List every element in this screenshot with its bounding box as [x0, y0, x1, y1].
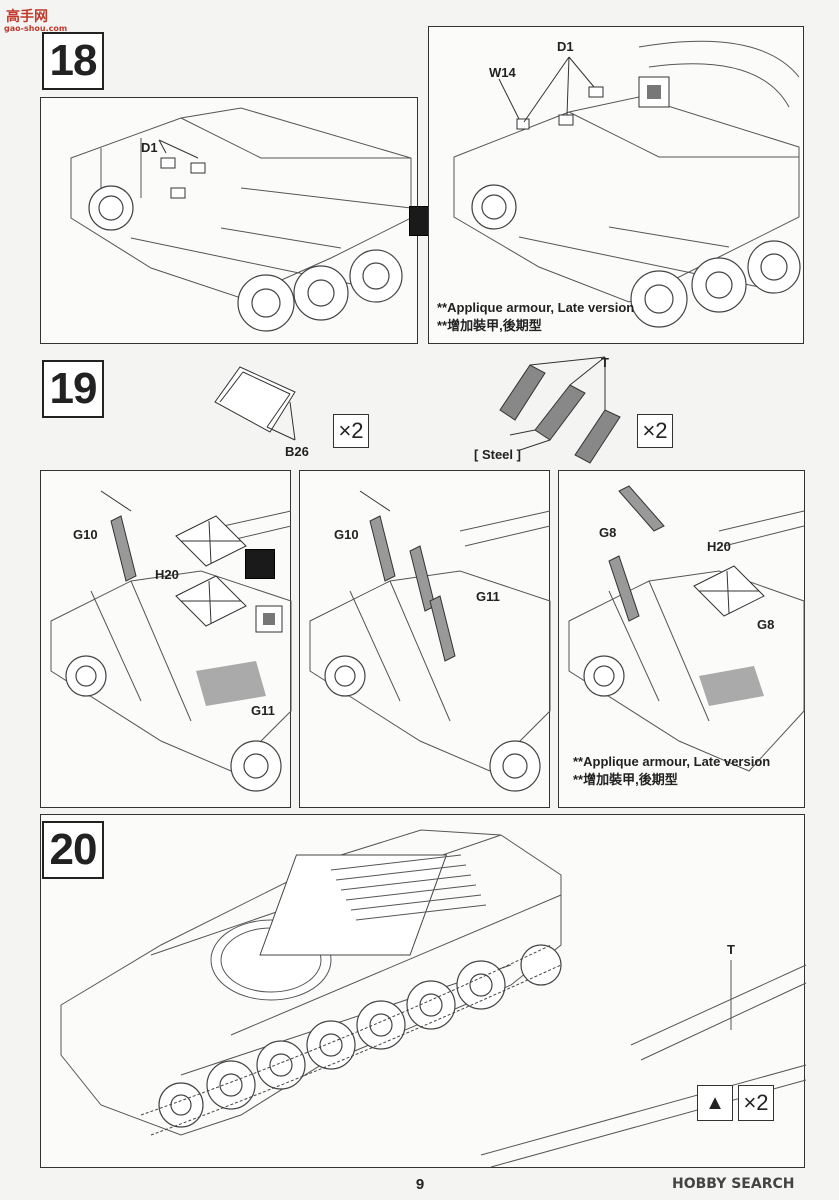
- page-number: 9: [415, 1176, 425, 1193]
- applique-note-en: **Applique armour, Late version: [437, 300, 635, 315]
- label-track-t: T: [727, 942, 735, 957]
- tank-hull-drawing: [41, 98, 419, 345]
- hull-front-applique-drawing: [559, 471, 806, 809]
- step-20-number: 20: [42, 821, 104, 879]
- track-links-drawing: [490, 355, 630, 465]
- tank-hull-applique-drawing: [429, 27, 805, 345]
- label-steel: [ Steel ]: [474, 447, 521, 462]
- applique-note-cn: **增加裝甲,後期型: [437, 318, 542, 333]
- applique-note-cn: **增加裝甲,後期型: [573, 772, 678, 787]
- step-18-right-panel: D1 W14 **Applique armour, Late version *…: [428, 26, 804, 344]
- alternative-badge-icon: [245, 549, 275, 579]
- label-track-t: T: [601, 355, 609, 370]
- hull-front-drawing: [300, 471, 551, 809]
- label-g8: G8: [757, 617, 775, 632]
- watermark-hobby-search: HOBBY SEARCH: [672, 1176, 795, 1192]
- step-19-panel-1: G10 H20 G11: [40, 470, 291, 808]
- glue-icon: ▲: [697, 1085, 733, 1121]
- label-g10: G10: [334, 527, 359, 542]
- label-g11: G11: [476, 589, 500, 604]
- applique-note-en: **Applique armour, Late version: [573, 754, 771, 769]
- label-d1: D1: [557, 39, 574, 54]
- step-19-panel-3: G8 H20 G8 **Applique armour, Late versio…: [558, 470, 805, 808]
- step-19-number: 19: [42, 360, 104, 418]
- label-g8: G8: [599, 525, 617, 540]
- label-h20: H20: [155, 567, 179, 582]
- label-g10: G10: [73, 527, 98, 542]
- full-tank-drawing: [41, 815, 806, 1169]
- label-w14: W14: [489, 65, 516, 80]
- step-18-left-panel: D1: [40, 97, 439, 345]
- label-b26: B26: [285, 444, 309, 459]
- watermark-logo: 高手网: [6, 9, 48, 25]
- quantity-track: ×2: [637, 414, 673, 448]
- label-g11: G11: [251, 703, 275, 718]
- watermark-url: gao-shou.com: [4, 24, 68, 33]
- step-20-panel: T ▲ ×2: [40, 814, 805, 1168]
- hull-front-drawing: [41, 471, 292, 809]
- quantity-track: ×2: [738, 1085, 774, 1121]
- label-h20: H20: [707, 539, 731, 554]
- step-19-panel-2: G10 G11: [299, 470, 550, 808]
- part-b26-drawing: [205, 362, 305, 442]
- label-d1: D1: [141, 140, 158, 155]
- quantity-b26: ×2: [333, 414, 369, 448]
- step-18-number: 18: [42, 32, 104, 90]
